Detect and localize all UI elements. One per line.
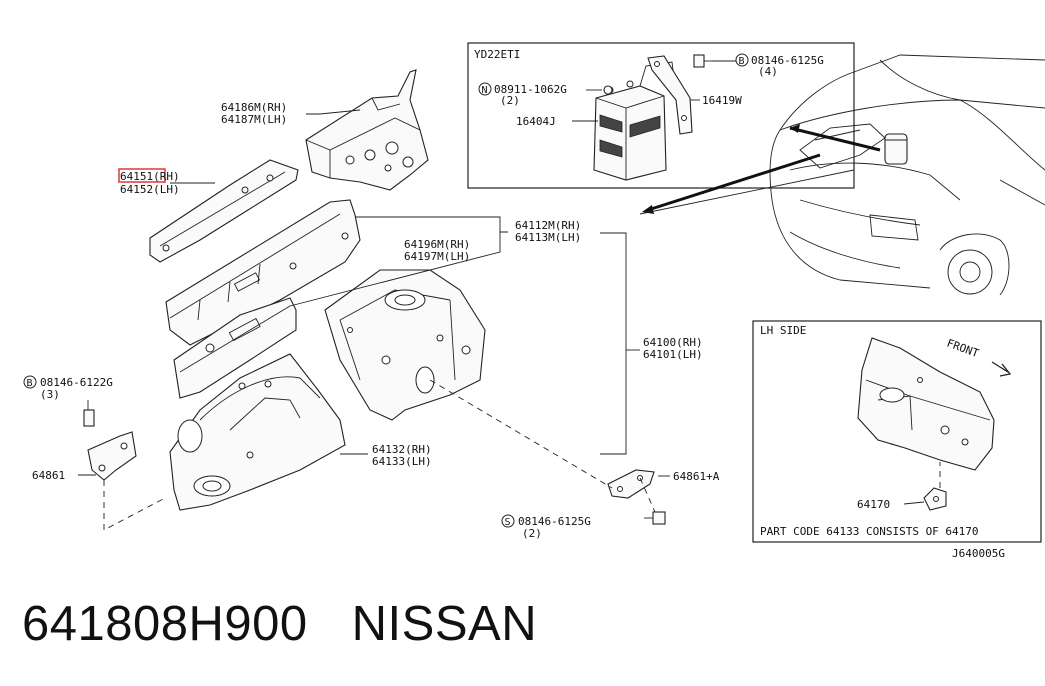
part-number: 641808H900 <box>22 597 308 651</box>
engine-inset-title: YD22ETI <box>474 48 520 61</box>
lh-inset-note: PART CODE 64133 CONSISTS OF 64170 <box>760 525 979 538</box>
front-direction-label: FRONT <box>945 337 981 361</box>
callout-64151: 64151(RH) <box>120 170 180 183</box>
brand-name: NISSAN <box>351 597 538 651</box>
callout-64186m: 64186M(RH) <box>221 101 287 114</box>
engine-inset: YD22ETI <box>467 42 855 189</box>
nut-n-badge <box>478 82 492 96</box>
part-64861-illustration <box>83 409 137 481</box>
callout-bolt-08146-6125g: 08146-6125G <box>518 515 591 528</box>
callout-64113m: 64113M(LH) <box>515 231 581 244</box>
callout-bolt-08146-6125g-engine: 08146-6125G <box>751 54 824 67</box>
callout-bolt-08146-6122g-qty: (3) <box>40 388 60 401</box>
callout-64101: 64101(LH) <box>643 348 703 361</box>
part-64132-illustration <box>169 353 346 511</box>
bolt-b-badge-engine <box>735 53 749 67</box>
callout-16404j: 16404J <box>516 115 556 128</box>
callout-64187m: 64187M(LH) <box>221 113 287 126</box>
figure-code: J640005G <box>952 547 1005 560</box>
part-16419w-illustration <box>647 55 693 135</box>
callout-bolt-08146-6125g-engine-qty: (4) <box>758 65 778 78</box>
vehicle-sketch <box>769 54 1045 296</box>
callout-nut-08911-1062g-qty: (2) <box>500 94 520 107</box>
bolt-s-badge-letter: S <box>505 517 511 528</box>
callout-64132: 64132(RH) <box>372 443 432 456</box>
bolt-08146-6125g-illustration <box>644 511 666 525</box>
part-64100-illustration <box>324 269 486 421</box>
part-64133-lh-illustration <box>857 337 995 471</box>
part-64186m-illustration <box>305 69 429 191</box>
callout-64861a: 64861+A <box>673 470 720 483</box>
bolt-b-badge-3 <box>23 375 37 389</box>
lh-inset-title: LH SIDE <box>760 324 806 337</box>
assembly-guide-lines <box>103 379 656 531</box>
lh-side-inset: LH SIDE FRONT 64170 PART CODE 64133 CONS… <box>752 320 1042 543</box>
callout-nut-08911-1062g: 08911-1062G <box>494 83 567 96</box>
bolt-b-badge-engine-letter: B <box>739 56 745 67</box>
nut-08911-1062g-illustration <box>603 85 613 95</box>
part-64861a-illustration <box>607 469 655 499</box>
callout-64196m: 64196M(RH) <box>404 238 470 251</box>
lh-inset-frame <box>752 320 1042 543</box>
callout-64112m: 64112M(RH) <box>515 219 581 232</box>
bolt-08146-6125g-engine-illustration <box>693 54 712 68</box>
callout-labels: 64186M(RH) 64187M(LH) 64151(RH) 64152(LH… <box>23 101 720 540</box>
callout-64197m: 64197M(LH) <box>404 250 470 263</box>
part-64151-illustration <box>149 159 299 263</box>
callout-64133: 64133(LH) <box>372 455 432 468</box>
nut-n-badge-letter: N <box>482 85 488 96</box>
bolt-s-badge <box>501 514 515 528</box>
part-64196m-illustration <box>173 297 297 399</box>
callout-leader-lines <box>78 109 670 477</box>
inset-arrows <box>639 124 881 215</box>
callout-64100: 64100(RH) <box>643 336 703 349</box>
callout-64861: 64861 <box>32 469 65 482</box>
front-arrow-icon <box>991 361 1012 377</box>
part-64170-illustration <box>923 462 947 511</box>
bolt-b-badge-3-letter: B <box>27 378 33 389</box>
engine-inset-frame <box>467 42 855 189</box>
callout-64170: 64170 <box>857 498 890 511</box>
callout-16419w: 16419W <box>702 94 742 107</box>
part-caption: 641808H900 NISSAN <box>22 596 537 652</box>
callout-64152: 64152(LH) <box>120 183 180 196</box>
highlight-box-64151 <box>118 168 166 183</box>
part-64112m-illustration <box>165 199 361 346</box>
callout-bolt-08146-6125g-qty: (2) <box>522 527 542 540</box>
callout-bolt-08146-6122g: 08146-6122G <box>40 376 113 389</box>
